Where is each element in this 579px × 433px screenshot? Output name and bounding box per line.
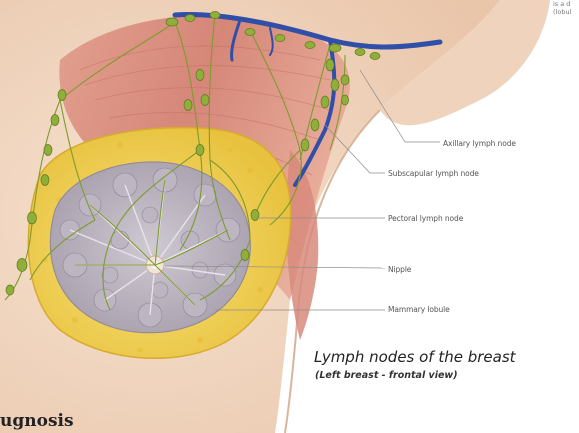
label-nipple: Nipple: [388, 265, 412, 274]
caption-title: Lymph nodes of the breast: [314, 348, 516, 366]
arm-skin: [380, 0, 550, 126]
label-pectoral-lymph-node: Pectoral lymph node: [388, 214, 464, 223]
section-heading-fragment: ugnosis: [0, 411, 74, 431]
label-subscapular-lymph-node: Subscapular lymph node: [388, 169, 479, 178]
label-axillary-lymph-node: Axillary lymph node: [443, 139, 516, 148]
caption-subtitle: (Left breast - frontal view): [315, 370, 458, 381]
lymph-nodes: [5, 11, 381, 296]
corner-text-fragment: is a d (lobul: [553, 0, 571, 16]
corner-text-line: is a d: [553, 0, 571, 8]
leader-lines: [164, 69, 440, 311]
label-mammary-lobule: Mammary lobule: [388, 305, 450, 314]
corner-text-line: (lobul: [553, 8, 572, 16]
serratus-muscle: [285, 150, 319, 340]
